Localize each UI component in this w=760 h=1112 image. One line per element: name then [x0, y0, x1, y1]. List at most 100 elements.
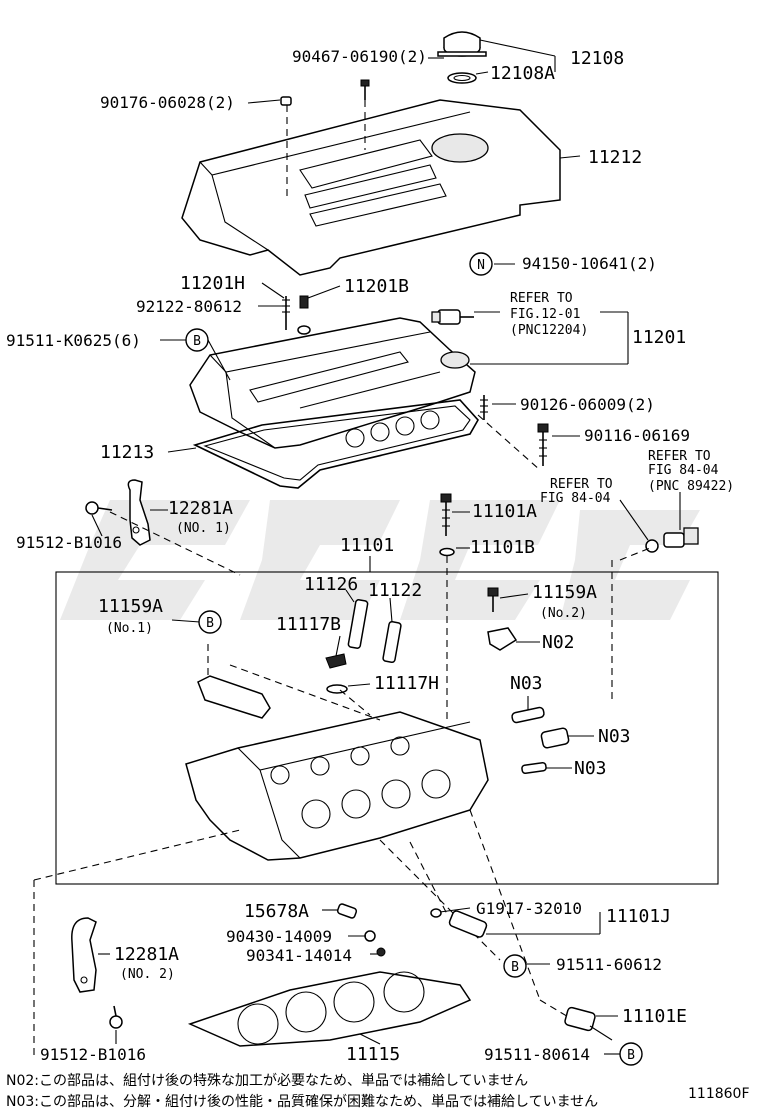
- label-11212: 11212: [588, 147, 642, 168]
- plug-15678a: [336, 903, 358, 919]
- label-90341: 90341-14014: [246, 946, 352, 965]
- label-12281a-bottom: 12281A: [114, 944, 179, 965]
- label-91511-806: 91511-80614: [484, 1045, 590, 1064]
- label-n02: N02: [542, 632, 575, 653]
- badge-n: [469, 252, 493, 276]
- refer3-line1: REFER TO: [550, 477, 613, 492]
- cover-gasket: [192, 399, 479, 489]
- label-11115: 11115: [346, 1044, 400, 1065]
- label-12281a-top: 12281A: [168, 498, 233, 519]
- washer-11101b: [439, 547, 455, 557]
- seal-11117b: [325, 653, 347, 669]
- label-11201: 11201: [632, 327, 686, 348]
- note-n02: N02:この部品は、組付け後の特殊な加工が必要なため、単品では補給していません: [6, 1073, 529, 1089]
- label-g1917: G1917-32010: [476, 899, 582, 918]
- label-11213: 11213: [100, 442, 154, 463]
- stud-90126: [480, 395, 488, 420]
- pin-n03-c: [521, 762, 547, 774]
- seal-11201b: [297, 295, 311, 335]
- sensor-11101j: [430, 908, 488, 938]
- stud-11201h: [282, 296, 290, 330]
- refer1-line1: REFER TO: [510, 291, 573, 306]
- label-91511k: 91511-K0625(6): [6, 331, 141, 350]
- sleeve-n03-b: [540, 727, 570, 749]
- badge-b-3-label: B: [511, 960, 519, 975]
- label-11122: 11122: [368, 580, 422, 601]
- badge-n-label: N: [477, 258, 485, 273]
- label-11101e: 11101E: [622, 1006, 687, 1027]
- bolt-11101a: [440, 493, 452, 536]
- label-11117b: 11117B: [276, 614, 341, 635]
- label-11101: 11101: [340, 535, 394, 556]
- note-n03: N03:この部品は、分解・組付け後の性能・品質確保が困難なため、単品では補給して…: [6, 1094, 599, 1110]
- refer1-line3: (PNC12204): [510, 323, 588, 338]
- pin-n03-a: [511, 706, 545, 724]
- label-91512-bottom: 91512-B1016: [40, 1045, 146, 1064]
- washer-11117h: [326, 684, 348, 694]
- bearing-cap-no1: [197, 675, 271, 719]
- label-n03-c: N03: [574, 758, 607, 779]
- badge-b-4: [619, 1042, 643, 1066]
- label-11201h: 11201H: [180, 273, 245, 294]
- label-11117h: 11117H: [374, 673, 439, 694]
- badge-b-1: [185, 328, 209, 352]
- label-no2-right: (No.2): [540, 606, 587, 621]
- label-90126: 90126-06009(2): [520, 395, 655, 414]
- plug-90341: [376, 947, 386, 957]
- refer1-line2: FIG.12-01: [510, 307, 580, 322]
- badge-b-1-label: B: [193, 334, 201, 349]
- refer3-line2: FIG 84-04: [540, 491, 611, 506]
- label-11159a-left: 11159A: [98, 596, 163, 617]
- refer2-line1: REFER TO: [648, 449, 711, 464]
- label-no2-bottom: (NO. 2): [120, 967, 175, 982]
- label-90176: 90176-06028(2): [100, 93, 235, 112]
- label-no1-top: (NO. 1): [176, 521, 231, 536]
- engine-hanger-no2: [71, 917, 97, 993]
- cylinder-head: [185, 711, 489, 861]
- oil-filler-cap: [437, 31, 487, 84]
- label-11201b: 11201B: [344, 276, 409, 297]
- label-91511-606: 91511-60612: [556, 955, 662, 974]
- label-12108: 12108: [570, 48, 624, 69]
- figure-code: 111860F: [688, 1086, 750, 1102]
- refer2-line3: (PNC 89422): [648, 479, 734, 494]
- label-n03-b: N03: [598, 726, 631, 747]
- bolt-90467: [360, 79, 370, 100]
- oil-sensor: [645, 527, 699, 553]
- label-92122: 92122-80612: [136, 297, 242, 316]
- engine-cover: [181, 99, 561, 276]
- label-11101a: 11101A: [472, 501, 537, 522]
- label-90116: 90116-06169: [584, 426, 690, 445]
- pcv-valve: [431, 309, 474, 325]
- stud-90116: [537, 423, 549, 466]
- label-94150: 94150-10641(2): [522, 254, 657, 273]
- refer2-line2: FIG 84-04: [648, 463, 719, 478]
- bolt-91512-top: [85, 501, 113, 515]
- bolt-91512-bottom: [109, 1005, 123, 1029]
- bolt-11159a-no2: [487, 587, 499, 612]
- label-91512-top: 91512-B1016: [16, 533, 122, 552]
- label-n03-a: N03: [510, 673, 543, 694]
- badge-b-3: [503, 954, 527, 978]
- badge-b-2: [198, 610, 222, 634]
- label-no1-left: (No.1): [106, 621, 153, 636]
- label-12108a: 12108A: [490, 63, 555, 84]
- sensor-11101e: [564, 1006, 596, 1032]
- valve-guide-11126: [347, 599, 369, 649]
- assembly-frame: [55, 571, 719, 885]
- valve-guide-11122: [382, 620, 402, 664]
- label-11126: 11126: [304, 574, 358, 595]
- label-11101b: 11101B: [470, 537, 535, 558]
- head-gasket: [187, 971, 472, 1047]
- bracket-n02: [487, 627, 518, 651]
- label-15678a: 15678A: [244, 901, 309, 922]
- badge-b-4-label: B: [627, 1048, 635, 1063]
- grommet-90176: [280, 96, 292, 106]
- badge-b-2-label: B: [206, 616, 214, 631]
- plug-90430: [364, 930, 376, 942]
- label-90467: 90467-06190(2): [292, 47, 427, 66]
- label-90430: 90430-14009: [226, 927, 332, 946]
- label-11101j: 11101J: [606, 906, 671, 927]
- label-11159a-right: 11159A: [532, 582, 597, 603]
